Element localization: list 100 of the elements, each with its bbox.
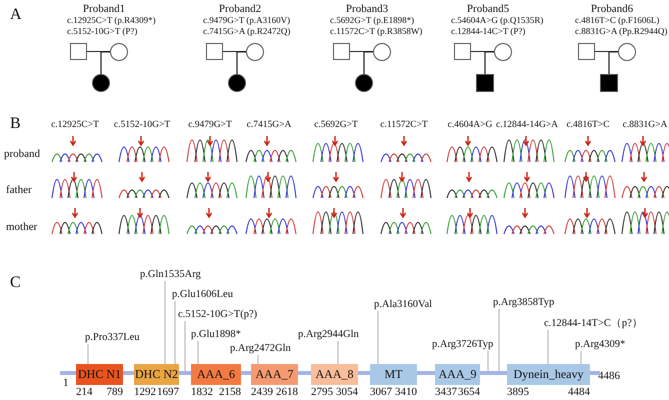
- mutation-heading: c.5692G>T: [314, 120, 358, 130]
- position-number: 2439: [251, 386, 273, 398]
- variant-text: c.8831G>A (Pp.R2944Q): [575, 27, 668, 37]
- leader-line: [257, 355, 259, 364]
- domain-box: AAA_9: [435, 364, 480, 385]
- proband-heading: Proband2: [218, 3, 262, 16]
- protein-backbone: [60, 371, 76, 375]
- domain-box: AAA_8: [311, 364, 358, 385]
- pedigree-circle: [228, 74, 246, 92]
- pedigree-line: [608, 51, 618, 74]
- pedigree-square: [206, 43, 223, 60]
- pedigree-circle: [373, 43, 391, 61]
- pedigree-square: [333, 43, 350, 60]
- position-number: 3067: [370, 386, 392, 398]
- pedigree-circle: [246, 43, 264, 61]
- position-number: 214: [76, 386, 92, 398]
- mutation-heading: c.7415G>A: [246, 120, 292, 130]
- row-label: proband: [4, 148, 40, 160]
- domain-box: AAA_7: [251, 364, 298, 385]
- position-number: 1697: [157, 386, 179, 398]
- position-number: 2158: [219, 386, 241, 398]
- pedigree-circle: [110, 43, 128, 61]
- mutation-heading: c.5152-10G>T: [114, 120, 170, 130]
- leader-line: [164, 281, 166, 364]
- position-number: 3654: [458, 386, 480, 398]
- proband-heading: Proband3: [346, 3, 388, 16]
- proband-heading: Proband5: [466, 3, 510, 16]
- position-number: 3437: [435, 386, 457, 398]
- leader-line: [197, 341, 199, 364]
- variant-text: c.4816T>C (p.F1606L): [575, 16, 660, 26]
- variant-text: c.5692G>T (p.E1898*): [330, 16, 414, 26]
- mutation-heading: c.4816T>C: [566, 120, 610, 130]
- leader-line: [487, 351, 489, 371]
- variant-text: c.11572C>T (p.R3858W): [330, 27, 422, 37]
- pedigree-circle: [618, 43, 636, 61]
- position-number: 3054: [336, 386, 358, 398]
- protein-backbone: [298, 371, 311, 375]
- pedigree-square: [476, 74, 494, 92]
- row-label: father: [6, 184, 32, 196]
- protein-backbone: [417, 371, 435, 375]
- protein-backbone: [179, 371, 191, 375]
- mutation-label: c.5152-10G>T(p?): [178, 309, 258, 321]
- mutation-label: p.Arg3726Typ: [432, 339, 494, 351]
- mutation-label: p.Arg2472Gln: [230, 343, 291, 355]
- variant-text: c.54604A>G (p.Q1535R): [451, 16, 544, 26]
- domain-box: DHC N2: [134, 364, 179, 385]
- mutation-label: p.Arg2944Gln: [298, 329, 359, 341]
- pedigree-circle: [355, 74, 373, 92]
- protein-backbone: [590, 371, 600, 375]
- leader-line: [184, 321, 186, 371]
- protein-backbone: [241, 371, 251, 375]
- mutation-label: p.Arg4309*: [575, 339, 626, 351]
- domain-box: MT: [370, 364, 417, 385]
- leader-line: [377, 311, 379, 364]
- position-number: 4486: [598, 370, 620, 382]
- variant-text: c.7415G>A (p.R2472Q): [203, 27, 290, 37]
- position-number: 4484: [568, 386, 590, 398]
- position-number: 3895: [507, 386, 529, 398]
- row-label: mother: [6, 221, 38, 234]
- position-number: 789: [106, 386, 123, 398]
- protein-backbone: [123, 371, 134, 375]
- pedigree-line: [363, 51, 373, 74]
- domain-box: DHC N1: [76, 364, 123, 385]
- position-number: 3410: [395, 386, 417, 398]
- mutation-label: p.Gln1535Arg: [140, 269, 201, 281]
- proband-heading: Proband1: [82, 3, 126, 16]
- mutation-label: p.Glu1898*: [191, 329, 241, 341]
- leader-line: [498, 309, 500, 371]
- mutation-label: p.Pro337Leu: [85, 332, 140, 344]
- variant-text: c.12844-14C>T (P?): [451, 27, 526, 37]
- variant-text: c.5152-10G>T (P?): [67, 27, 138, 37]
- position-number: 1292: [134, 386, 156, 398]
- domain-box: Dynein_heavy: [507, 364, 590, 385]
- mutation-label: p.Glu1606Leu: [172, 289, 233, 301]
- mutation-heading: c.4604A>G: [448, 120, 492, 130]
- pedigree-line: [100, 51, 110, 74]
- pedigree-line: [484, 51, 494, 74]
- mutation-heading: c.12925C>T: [51, 120, 99, 130]
- leader-line: [87, 344, 89, 364]
- pedigree-square: [454, 43, 471, 60]
- protein-backbone: [480, 371, 507, 375]
- mutation-heading: c.8831G>A: [622, 120, 668, 130]
- panel-letter: A: [10, 6, 22, 24]
- pedigree-line: [236, 51, 246, 74]
- position-number: 1832: [191, 386, 213, 398]
- leader-line: [337, 341, 339, 364]
- leader-line: [580, 351, 582, 364]
- mutation-heading: c.11572C>T: [380, 120, 428, 130]
- position-number: 2795: [311, 386, 333, 398]
- domain-box: AAA_6: [191, 364, 241, 385]
- leader-line: [174, 301, 176, 364]
- panel-letter: B: [10, 115, 21, 133]
- variant-text: c.12925C>T (p.R4309*): [67, 16, 156, 26]
- pedigree-square: [600, 74, 618, 92]
- panel-letter: C: [10, 274, 21, 292]
- pedigree-square: [70, 43, 87, 60]
- leader-line: [547, 330, 549, 364]
- mutation-heading: c.9479G>T: [188, 120, 232, 130]
- variant-text: c.9479G>T (p.A3160V): [203, 16, 290, 26]
- proband-heading: Proband6: [590, 3, 634, 16]
